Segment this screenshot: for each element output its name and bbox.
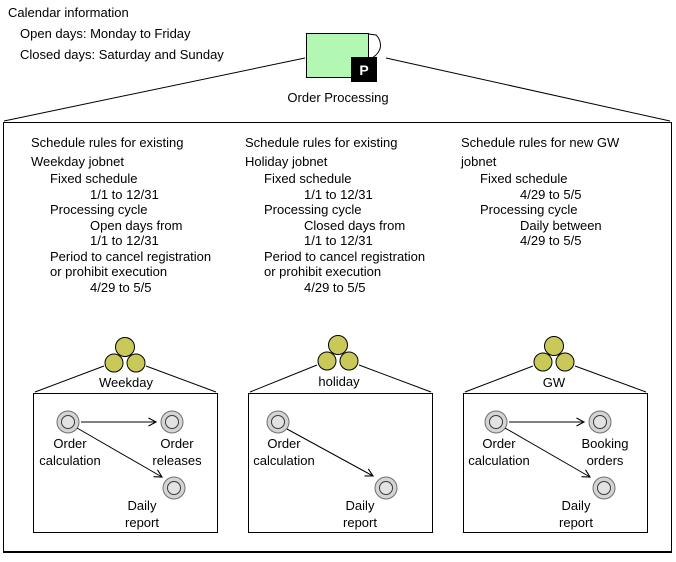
- rule-line: Period to cancel registration: [50, 248, 212, 264]
- node-label-line: Daily: [127, 498, 157, 513]
- rule-line: Processing cycle: [264, 202, 362, 217]
- column-title-line2: Holiday jobnet: [245, 154, 328, 169]
- column-title-line1: Schedule rules for existing: [245, 135, 398, 150]
- rule-line: Daily between: [520, 217, 602, 233]
- node-label-order-releases: Order releases: [152, 435, 201, 469]
- jobnet-box-gw: [463, 393, 648, 533]
- node-label-line: Daily: [345, 498, 375, 513]
- calendar-info-title: Calendar information: [8, 5, 129, 20]
- process-label: Order Processing: [287, 90, 389, 105]
- node-label-order-calculation: Order calculation: [468, 435, 529, 469]
- node-label-daily-report: Daily report: [343, 497, 377, 531]
- process-icon: P: [306, 33, 381, 82]
- schedule-rules-column-gw: Schedule rules for new GW jobnet Fixed s…: [461, 133, 619, 249]
- node-label-line: Order: [267, 436, 301, 451]
- rules-panel: [3, 122, 672, 553]
- node-label-order-calculation: Order calculation: [253, 435, 314, 469]
- rule-line: Period to cancel registration: [264, 248, 426, 264]
- p-badge-icon: [351, 57, 377, 82]
- node-label-line: report: [125, 515, 159, 530]
- node-label-line: report: [343, 515, 377, 530]
- rule-line: or prohibit execution: [264, 264, 382, 279]
- rule-line: Fixed schedule: [480, 171, 568, 186]
- calendar-closed-days: Closed days: Saturday and Sunday: [20, 47, 224, 62]
- jobnet-name-weekday: Weekday: [99, 375, 153, 390]
- node-label-line: releases: [152, 453, 202, 468]
- page-curl-icon: [368, 33, 381, 60]
- node-label-line: Daily: [561, 498, 591, 513]
- jobnet-box-weekday: [33, 393, 218, 533]
- rule-line: 1/1 to 12/31: [90, 233, 159, 248]
- node-label-line: calculation: [253, 453, 315, 468]
- rule-line: 1/1 to 12/31: [90, 186, 159, 202]
- rule-line: or prohibit execution: [50, 264, 168, 279]
- rule-line: 1/1 to 12/31: [304, 233, 373, 248]
- column-title-line2: jobnet: [461, 154, 497, 169]
- process-rect-icon: [306, 33, 369, 78]
- node-label-line: Order: [160, 436, 194, 451]
- rule-line: 4/29 to 5/5: [520, 233, 582, 248]
- rule-line: 4/29 to 5/5: [304, 279, 366, 295]
- node-label-line: Order: [53, 436, 87, 451]
- node-label-booking-orders: Booking orders: [582, 435, 629, 469]
- node-label-line: orders: [586, 453, 624, 468]
- node-label-line: report: [559, 515, 593, 530]
- node-label-line: Order: [482, 436, 516, 451]
- rule-line: Open days from: [90, 217, 183, 233]
- rule-line: Fixed schedule: [264, 171, 352, 186]
- node-label-daily-report: Daily report: [559, 497, 593, 531]
- node-label-order-calculation: Order calculation: [39, 435, 100, 469]
- jobnet-box-holiday: [248, 393, 433, 533]
- column-title-line1: Schedule rules for existing: [31, 135, 184, 150]
- column-title-line1: Schedule rules for new GW: [461, 135, 620, 150]
- rule-line: 4/29 to 5/5: [90, 279, 152, 295]
- schedule-rules-column-holiday: Schedule rules for existing Holiday jobn…: [245, 133, 425, 295]
- node-label-line: Booking: [581, 436, 629, 451]
- rule-line: Closed days from: [304, 217, 406, 233]
- rule-line: 4/29 to 5/5: [520, 186, 582, 202]
- jobnet-name-gw: GW: [542, 375, 566, 390]
- node-label-line: calculation: [39, 453, 101, 468]
- jobnet-name-holiday: holiday: [318, 374, 360, 389]
- rule-line: Processing cycle: [480, 202, 578, 217]
- p-badge-letter: P: [359, 62, 368, 78]
- node-label-line: calculation: [468, 453, 530, 468]
- calendar-open-days: Open days: Monday to Friday: [20, 26, 191, 41]
- schedule-rules-column-weekday: Schedule rules for existing Weekday jobn…: [31, 133, 211, 295]
- rule-line: 1/1 to 12/31: [304, 186, 373, 202]
- rule-line: Fixed schedule: [50, 171, 138, 186]
- node-label-daily-report: Daily report: [125, 497, 159, 531]
- rule-line: Processing cycle: [50, 202, 148, 217]
- column-title-line2: Weekday jobnet: [31, 154, 124, 169]
